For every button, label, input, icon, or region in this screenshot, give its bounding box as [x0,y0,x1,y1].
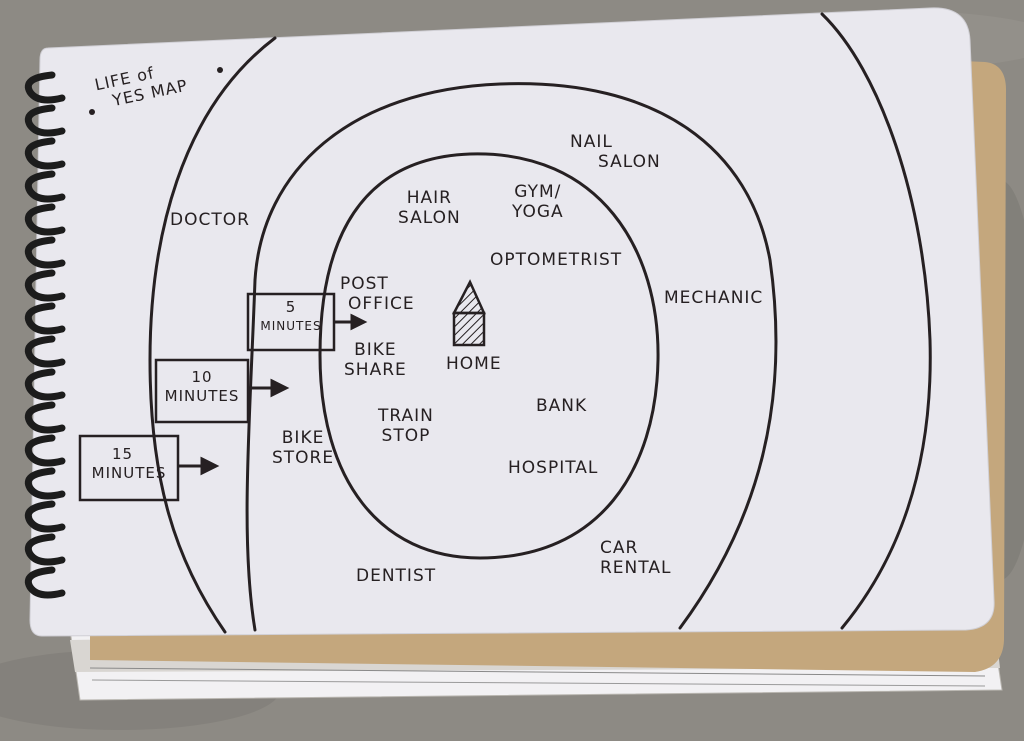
place-nail-salon: NAIL SALON [570,132,661,172]
place-dentist: DENTIST [356,566,437,586]
place-gym-yoga: GYM/ YOGA [512,182,564,222]
time-box-15-frame [78,434,180,502]
time-box-5: 5 MINUTES [260,298,322,333]
place-doctor: DOCTOR [170,210,250,230]
place-train-stop: TRAIN STOP [378,406,434,446]
spiral-binding [24,71,66,599]
place-post-office: POST OFFICE [340,274,415,314]
time-box-10-frame [154,358,250,424]
place-car-rental: CAR RENTAL [600,538,672,578]
house-icon [451,279,486,347]
place-mechanic: MECHANIC [664,288,764,308]
title-dot-left [89,109,95,115]
place-hospital: HOSPITAL [508,458,599,478]
ring-10-minutes [245,82,778,632]
place-bank: BANK [536,396,588,416]
place-bike-share: BIKE SHARE [344,340,407,380]
time-box-15: 15 MINUTES [91,445,167,482]
ring-5-minutes [318,152,660,560]
ring-15-minutes [148,36,277,634]
time-box-10: 10 MINUTES [164,368,240,405]
place-optometrist: OPTOMETRIST [490,250,623,270]
ring-15-minutes-right [820,12,932,630]
arrow-5-head [350,313,368,331]
arrow-10-head [270,378,290,398]
title-dot-right [217,67,223,73]
home-label: HOME [446,354,502,374]
arrow-15-head [200,456,220,476]
place-hair-salon: HAIR SALON [398,188,461,228]
paper-page [29,7,995,637]
place-bike-store: BIKE STORE [272,428,335,468]
